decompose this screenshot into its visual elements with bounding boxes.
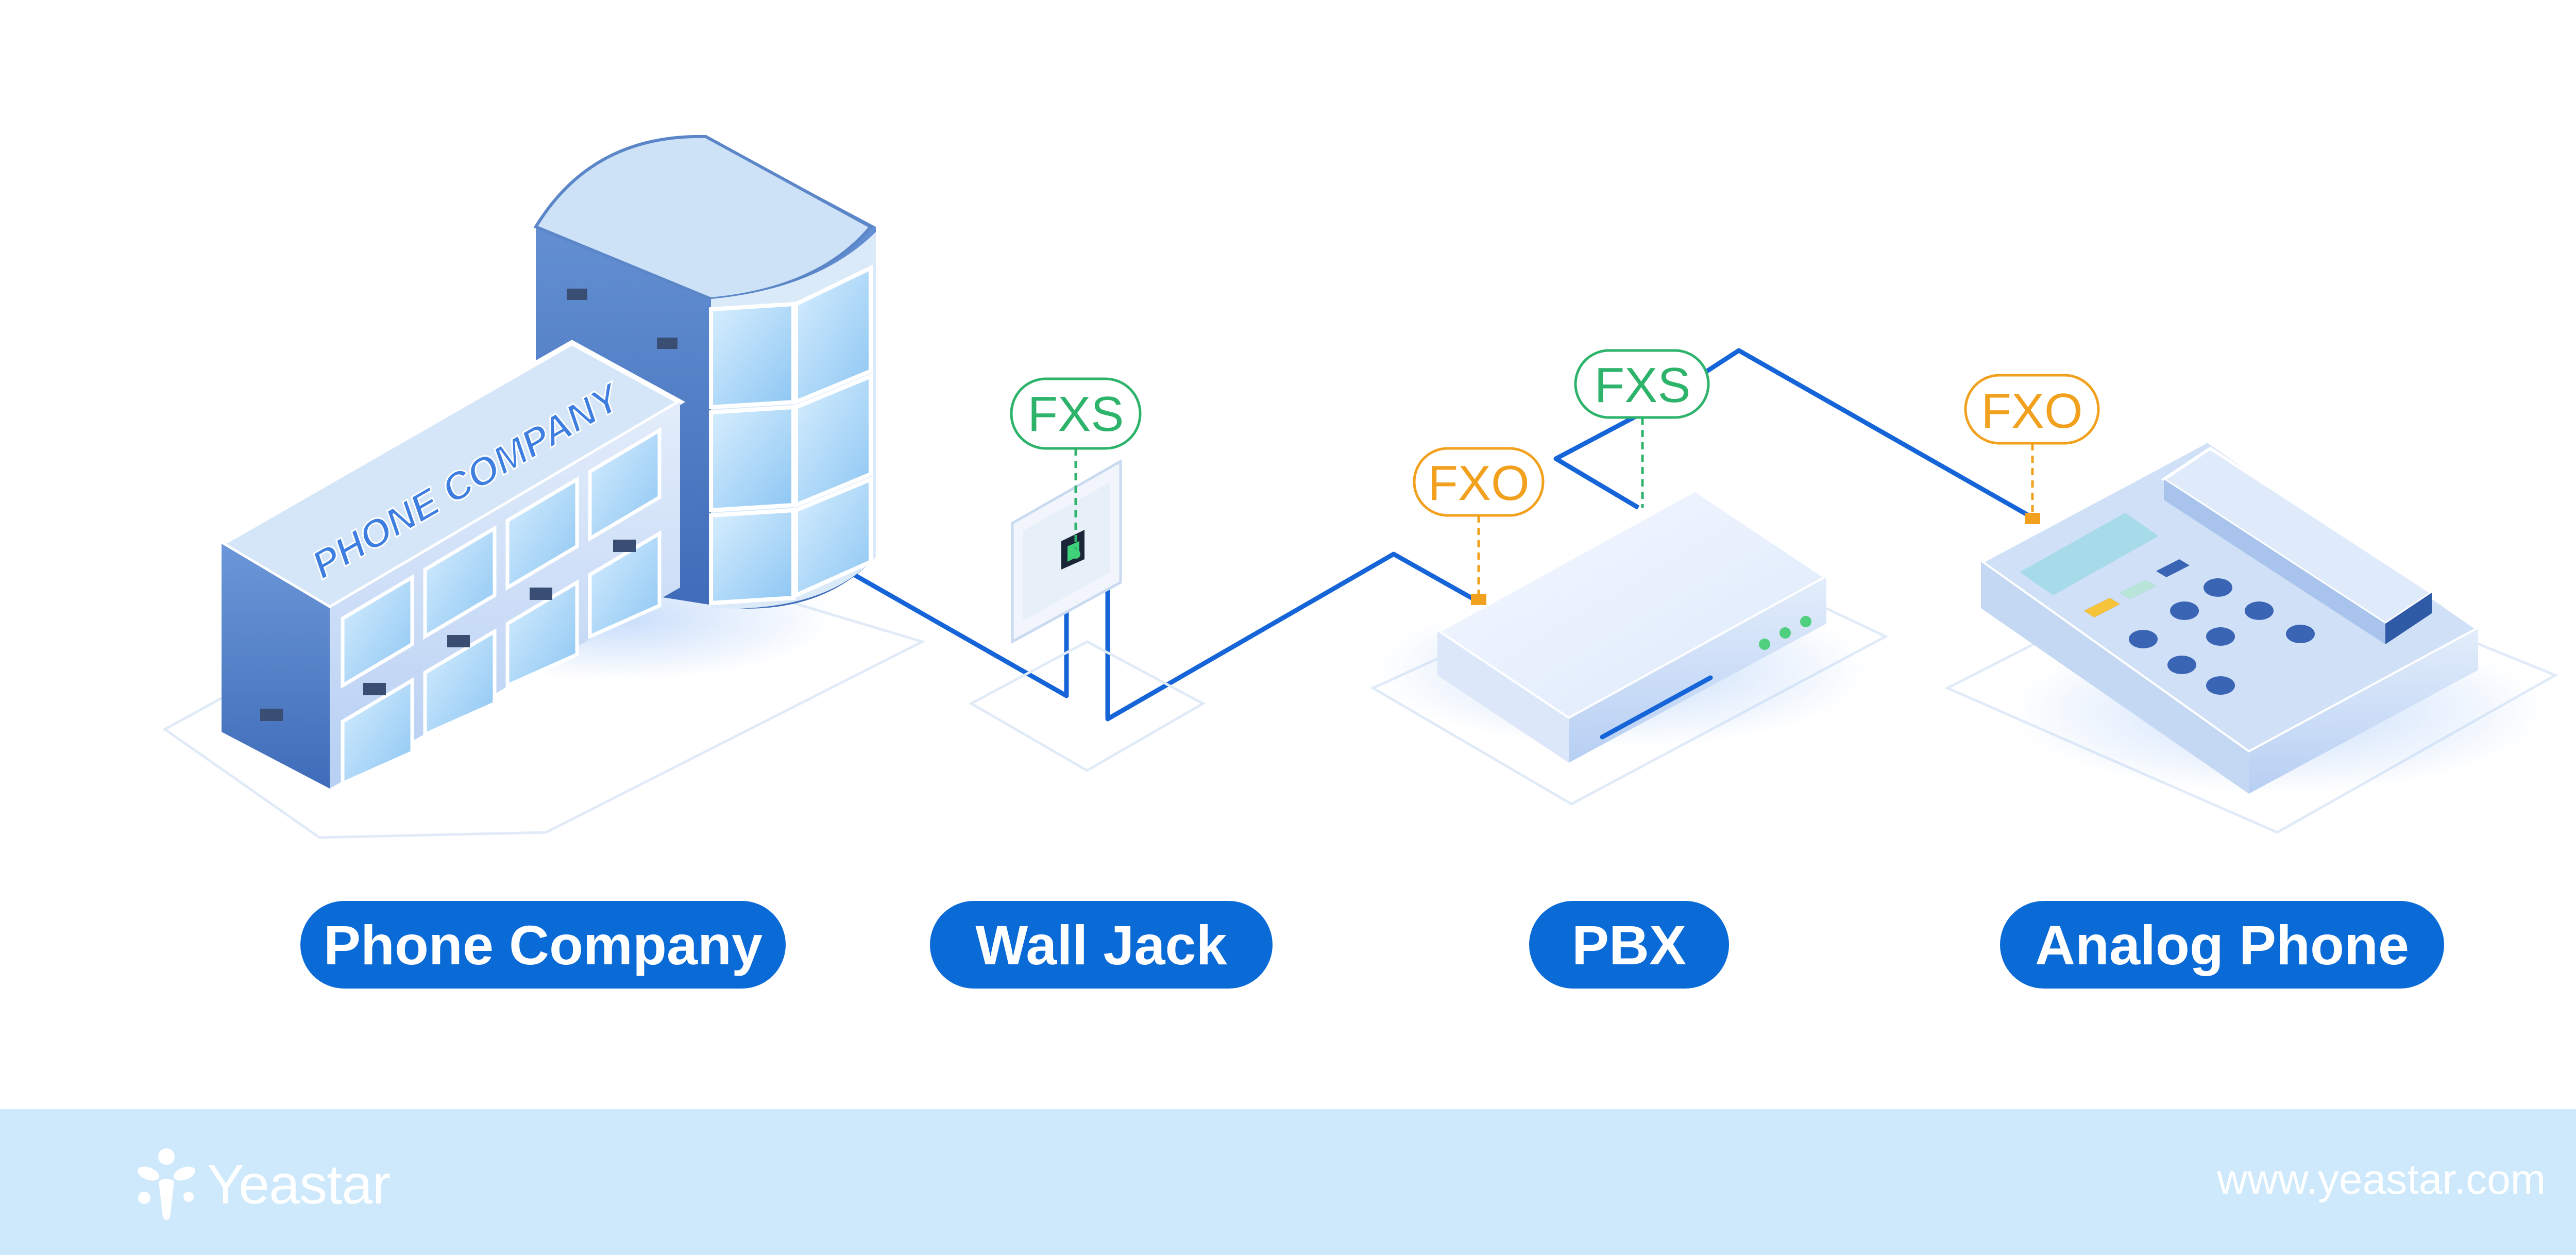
port-label-fxo-pbx: FXO [1428,456,1529,511]
yeastar-logo-icon [137,1148,196,1220]
port-label-fxs-jack: FXS [1028,387,1124,442]
port-callout-pbx-in: FXO [1413,447,1545,605]
brand-logo: Yeastar [133,1145,391,1223]
port-callout-phone: FXO [1964,374,2100,524]
port-label-fxs-pbx: FXS [1595,358,1691,413]
pbx-device [1370,487,1889,806]
footer-bar: Yeastar www.yeastar.com [0,1109,2576,1255]
connection-diagram: PHONE COMPANY [162,135,2558,839]
port-callout-wall-jack: FXS [1010,377,1142,559]
analog-phone-device [1944,438,2558,834]
phone-company-building: PHONE COMPANY [162,135,926,839]
label-analog-phone: Analog Phone [2000,901,2444,989]
website-url: www.yeastar.com [2217,1156,2546,1203]
brand-name: Yeastar [207,1152,391,1215]
wall-jack-device [968,459,1206,772]
port-label-fxo-phone: FXO [1981,383,2082,439]
label-phone-company: Phone Company [300,901,786,989]
line-company-to-jack [843,567,1069,698]
port-callout-pbx-out: FXS [1574,349,1710,508]
label-pbx: PBX [1529,901,1729,989]
label-wall-jack: Wall Jack [930,901,1273,989]
